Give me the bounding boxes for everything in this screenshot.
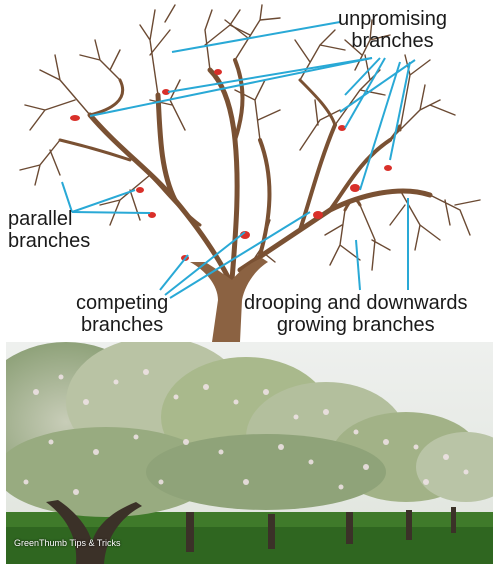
label-competing-branches: competing branches [76,292,168,336]
label-parallel-branches: parallel branches [8,208,90,252]
watermark: GreenThumb Tips & Tricks [14,538,121,548]
orchard-scene [6,342,493,564]
pruning-cut-marks [70,69,392,261]
orchard-photo: GreenThumb Tips & Tricks [6,342,493,564]
label-unpromising-branches: unpromising branches [338,8,447,52]
pruning-diagram: unpromising branches parallel branches c… [0,0,493,342]
label-drooping-branches: drooping and downwards growing branches [244,292,468,336]
